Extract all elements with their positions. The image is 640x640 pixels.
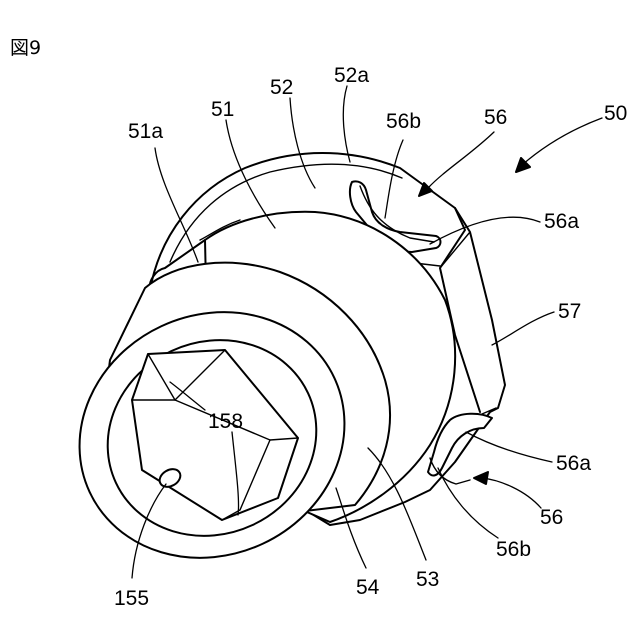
label-56a-bottom: 56a	[556, 452, 591, 475]
leader-50	[522, 118, 602, 165]
label-56a-top: 56a	[544, 210, 579, 233]
label-53: 53	[416, 568, 439, 591]
label-57: 57	[558, 300, 581, 323]
leader-52a	[343, 86, 350, 162]
leader-56a-bottom	[466, 432, 552, 462]
label-56b-bottom: 56b	[496, 538, 531, 561]
label-52: 52	[270, 76, 293, 99]
leader-57	[492, 312, 554, 345]
arrowhead-56-bottom	[474, 472, 488, 484]
label-54: 54	[356, 576, 380, 599]
figure-title: 図9	[10, 37, 41, 59]
socket-drawing	[39, 153, 505, 601]
label-56-top: 56	[484, 106, 507, 129]
label-158: 158	[208, 410, 243, 433]
label-52a: 52a	[334, 64, 369, 87]
label-50: 50	[604, 102, 627, 125]
leader-56-top	[428, 132, 494, 188]
label-56-bottom: 56	[540, 506, 563, 529]
label-51a: 51a	[128, 120, 163, 143]
leader-56-bottom	[482, 478, 541, 508]
label-56b-top: 56b	[386, 110, 421, 133]
label-51: 51	[211, 98, 234, 121]
label-155: 155	[114, 587, 149, 610]
